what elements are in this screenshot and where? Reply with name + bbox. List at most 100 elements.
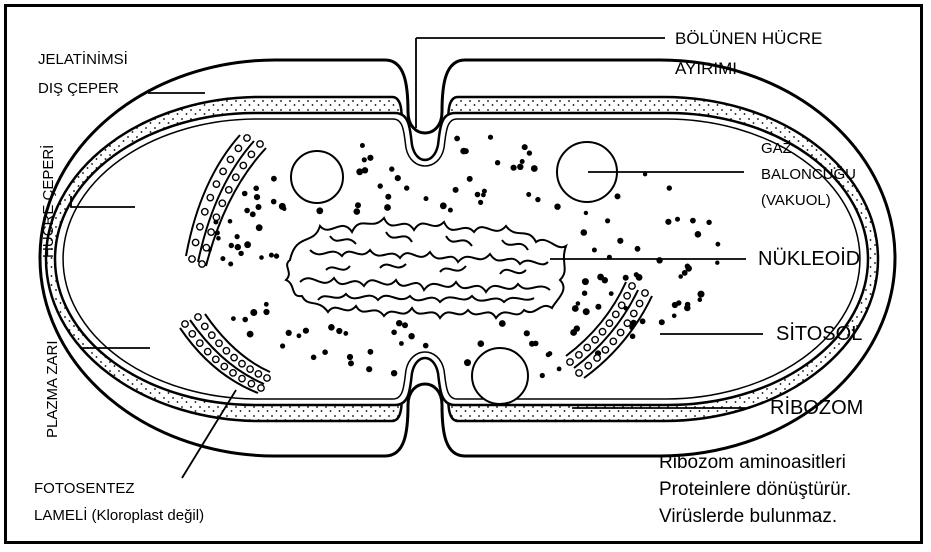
lamella-vesicle (610, 338, 616, 344)
lamella-vesicle (617, 329, 623, 335)
ribosome-dot (524, 330, 530, 336)
gas-vacuole-bottom (472, 348, 528, 404)
ribosome-dot (595, 304, 601, 310)
ribosome-dot (396, 320, 402, 326)
ribosome-dot (517, 164, 523, 170)
ribosome-dot (328, 324, 335, 331)
lamella-vesicle (239, 375, 245, 381)
lamella-vesicle (205, 348, 211, 354)
ribosome-dot (259, 255, 264, 260)
ribosome-dot (678, 274, 683, 279)
ribosome-dot (675, 217, 680, 222)
lamella-vesicle (216, 340, 222, 346)
ribosome-dot (602, 277, 608, 283)
lamella-vesicle (585, 363, 591, 369)
ribosome-dot (228, 219, 233, 224)
lamella-vesicle (227, 156, 233, 162)
note-line2: Proteinlere dönüştürür. (659, 476, 851, 503)
lamella-vesicle (199, 261, 205, 267)
ribosome-dot (448, 208, 453, 213)
ribosome-dot (478, 200, 483, 205)
lamella-vesicle (248, 381, 254, 387)
lamella-vesicle (629, 283, 635, 289)
lamella-vesicle (213, 214, 219, 220)
ribosome-dot (271, 199, 277, 205)
lamella-vesicle (197, 224, 203, 230)
ribosome-dot (554, 204, 560, 210)
lamella-vesicle (258, 385, 264, 391)
ribosome-dot (389, 166, 394, 171)
ribosome-dot (367, 155, 373, 161)
ribosome-dot (635, 246, 641, 252)
label-jelatinimsi-line1: JELATİNİMSİ (38, 51, 128, 70)
lamella-vesicle (220, 168, 226, 174)
ribosome-dot (592, 248, 597, 253)
ribosome-dot (253, 186, 259, 192)
lamella-vesicle (230, 370, 236, 376)
ribosome-dot (529, 341, 535, 347)
ribosome-dot (531, 165, 538, 172)
lamella-vesicle (226, 187, 232, 193)
ribosome-dot (322, 349, 328, 355)
ribosome-dot (316, 207, 323, 214)
ribosome-dot (263, 309, 269, 315)
label-bolunen-line1: BÖLÜNEN HÜCRE (675, 28, 822, 49)
ribosome-dot (424, 196, 429, 201)
lamella-vesicle (202, 323, 208, 329)
lamella-vesicle (257, 141, 263, 147)
lamella-vesicle (223, 348, 229, 354)
lamella-vesicle (197, 340, 203, 346)
ribosome-dot (665, 219, 671, 225)
ribosome-dot (231, 316, 236, 321)
ribosome-dot (690, 218, 696, 224)
ribosome-dot (271, 176, 277, 182)
ribosome-dot (510, 165, 516, 171)
ribosome-dot (716, 242, 721, 247)
lamella-vesicle (255, 371, 261, 377)
ribosome-dot (238, 251, 243, 256)
label-nukleoid: NÜKLEOİD (758, 247, 860, 272)
ribosome-dot (336, 328, 342, 334)
ribosome-dot (582, 291, 587, 296)
ribosome-dot (354, 208, 361, 215)
ribosome-dot (399, 341, 404, 346)
lamella-vesicle (606, 320, 612, 326)
ribosome-dot (347, 354, 353, 360)
ribosome-dot (526, 192, 531, 197)
ribosome-dot (378, 183, 383, 188)
ribosome-dot (235, 244, 241, 250)
ribosome-dot (698, 291, 705, 298)
lamella-vesicle (584, 344, 590, 350)
label-bolunen-line2: AYIRIMI (675, 58, 737, 79)
ribosome-dot (391, 330, 397, 336)
note-line3: Virüslerde bulunmaz. (659, 503, 837, 530)
ribosome-dot (408, 333, 414, 339)
ribosome-dot (311, 355, 317, 361)
lamella-vesicle (240, 162, 246, 168)
ribosome-dot (264, 302, 269, 307)
lamella-vesicle (189, 331, 195, 337)
ribosome-dot (576, 301, 581, 306)
ribosome-dot (250, 211, 256, 217)
lamella-vesicle (624, 293, 630, 299)
lamella-vesicle (221, 363, 227, 369)
lamella-vesicle (576, 370, 582, 376)
label-gaz-line1: GAZ (761, 140, 792, 159)
ribosome-dot (527, 150, 532, 155)
ribosome-dot (475, 192, 481, 198)
ribosome-dot (520, 159, 525, 164)
ribosome-dot (574, 325, 580, 331)
ribosome-dot (454, 136, 460, 142)
ribosome-dot (269, 253, 274, 258)
ribosome-dot (463, 148, 469, 154)
ribosome-dot (348, 360, 354, 366)
ribosome-dot (659, 319, 665, 325)
lamella-vesicle (209, 332, 215, 338)
lamella-vesicle (631, 310, 637, 316)
ribosome-dot (355, 202, 361, 208)
lamella-vesicle (244, 135, 250, 141)
lamella-vesicle (619, 302, 625, 308)
ribosome-dot (615, 193, 621, 199)
label-fotosentez-line2: LAMELİ (Kloroplast değil) (34, 507, 204, 526)
ribosome-dot (242, 317, 248, 323)
